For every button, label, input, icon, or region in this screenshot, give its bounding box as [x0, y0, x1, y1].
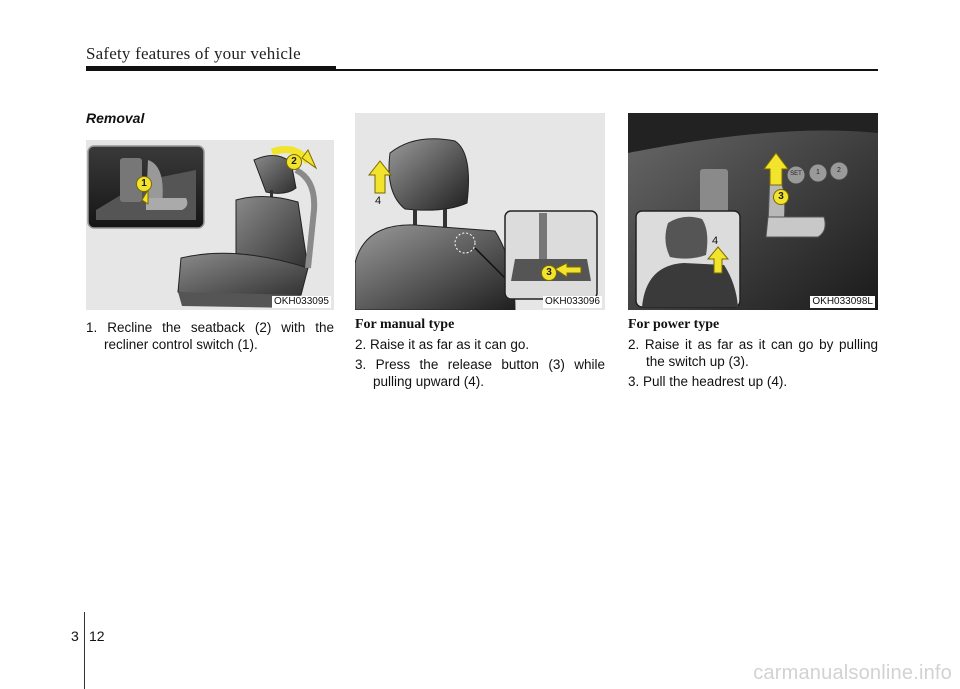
header-rule-thick	[86, 66, 336, 70]
callout-4-label: 4	[712, 235, 719, 247]
power-switch-illustration	[628, 113, 878, 310]
figure-code: OKH033095	[271, 296, 331, 308]
step-raise-switch: 2. Raise it as far as it can go by pulli…	[628, 337, 878, 369]
step-pull-headrest: 3. Pull the headrest up (4).	[628, 374, 788, 389]
memory-set-button: SET	[790, 171, 802, 177]
memory-2-button: 2	[837, 167, 841, 174]
memory-1-button: 1	[816, 169, 820, 176]
callout-4-label: 4	[375, 195, 382, 207]
page-number: 12	[89, 628, 105, 644]
callout-2: 2	[286, 154, 302, 170]
figure-seat-recline: 1 2 OKH033095	[86, 140, 334, 310]
subtitle-manual-type: For manual type	[355, 317, 455, 332]
column-right: For power type 2. Raise it as far as it …	[628, 316, 878, 393]
callout-3: 3	[541, 265, 557, 281]
figure-code: OKH033098L	[810, 296, 875, 308]
section-title: Removal	[86, 110, 145, 126]
figure-power-headrest: SET 1 2 3 4 OKH033098L	[628, 113, 878, 310]
figure-code: OKH033096	[542, 296, 602, 308]
column-middle: For manual type 2. Raise it as far as it…	[355, 316, 605, 393]
step-raise: 2. Raise it as far as it can go.	[355, 337, 530, 352]
headrest-illustration	[355, 138, 598, 310]
header-rule-thin	[86, 69, 878, 71]
step-press-release: 3. Press the release button (3) while pu…	[355, 357, 605, 389]
chapter-number: 3	[71, 628, 79, 644]
figure-manual-headrest: 4 3 OKH033096	[355, 113, 605, 310]
step-recline: 1. Recline the seatback (2) with the rec…	[86, 320, 334, 352]
column-left: 1. Recline the seatback (2) with the rec…	[86, 319, 334, 356]
page-header-title: Safety features of your vehicle	[86, 44, 301, 63]
footer-divider	[84, 612, 85, 689]
callout-3: 3	[773, 189, 789, 205]
callout-1: 1	[136, 176, 152, 192]
subtitle-power-type: For power type	[628, 317, 720, 332]
watermark-link[interactable]: carmanualsonline.info	[753, 662, 952, 684]
seat-illustration	[87, 145, 318, 308]
